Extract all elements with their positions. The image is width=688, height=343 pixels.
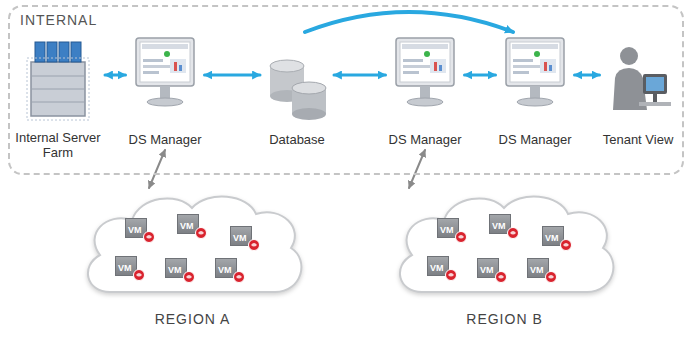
component-icon [130, 30, 200, 122]
zone-label: INTERNAL [20, 12, 97, 28]
security-badge [560, 239, 572, 251]
vm-label: VM [430, 263, 444, 273]
component-node: DS Manager [387, 30, 464, 148]
connector-arrow [334, 74, 386, 77]
security-badge [507, 227, 519, 239]
node-label: Tenant View [603, 132, 674, 147]
security-badge [143, 231, 155, 243]
component-node: DS Manager [127, 30, 204, 148]
connector-arrow [149, 150, 165, 188]
vm-box: VM [165, 258, 187, 278]
component-node: Tenant View [601, 30, 676, 148]
vm-box: VM [177, 214, 199, 234]
connector-arrow [409, 150, 425, 188]
vm-label: VM [118, 263, 132, 273]
vm-label: VM [492, 221, 506, 231]
security-badge [445, 269, 457, 281]
security-badge [183, 271, 195, 283]
security-badge [545, 271, 557, 283]
security-badge [233, 271, 245, 283]
vm-label: VM [530, 265, 544, 275]
component-icon [23, 30, 93, 122]
node-label: DS Manager [129, 132, 202, 147]
vm-label: VM [218, 265, 232, 275]
cloud-outline [392, 188, 617, 300]
vm-label: VM [233, 233, 247, 243]
region-cloud: REGION B VM VM VM VM VM VM [392, 188, 617, 328]
vm-box: VM [542, 226, 564, 246]
region-label: REGION B [466, 311, 542, 327]
vm-label: VM [545, 233, 559, 243]
vm-box: VM [477, 258, 499, 278]
vm-box: VM [427, 256, 449, 276]
connector-arrow [465, 74, 496, 77]
cloud-outline [80, 188, 305, 300]
vm-box: VM [215, 258, 237, 278]
component-node: Internal Server Farm [12, 30, 104, 161]
vm-label: VM [168, 265, 182, 275]
connector-arrow [105, 74, 126, 77]
node-label: DS Manager [389, 132, 462, 147]
vm-box: VM [489, 214, 511, 234]
component-icon [390, 30, 460, 122]
security-badge [248, 239, 260, 251]
component-icon [603, 30, 673, 122]
region-label: REGION A [155, 311, 231, 327]
vm-box: VM [115, 256, 137, 276]
vm-label: VM [480, 265, 494, 275]
vm-box: VM [527, 258, 549, 278]
node-label: DS Manager [499, 132, 572, 147]
vm-label: VM [128, 225, 142, 235]
component-node: DS Manager [497, 30, 574, 148]
component-icon [262, 30, 332, 122]
connector-arrow [575, 74, 600, 77]
node-label: Database [269, 132, 325, 147]
security-badge [455, 231, 467, 243]
vm-box: VM [437, 218, 459, 238]
internal-zone: INTERNAL Internal Server Farm DS Manager Da… [8, 5, 684, 175]
vm-label: VM [440, 225, 454, 235]
connector-arrow [305, 12, 513, 32]
region-cloud: REGION A VM VM VM VM VM VM [80, 188, 305, 328]
component-node: Database [261, 30, 333, 148]
security-badge [195, 227, 207, 239]
vm-box: VM [230, 226, 252, 246]
component-icon [500, 30, 570, 122]
security-badge [495, 271, 507, 283]
vm-label: VM [180, 221, 194, 231]
node-label: Internal Server Farm [14, 130, 102, 160]
security-badge [133, 269, 145, 281]
connector-arrow [205, 74, 261, 77]
vm-box: VM [125, 218, 147, 238]
